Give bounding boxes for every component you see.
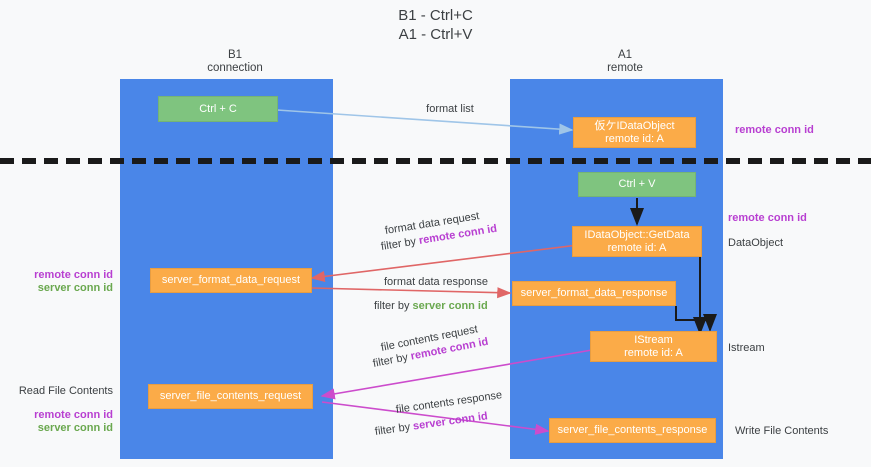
- side-label-read-file-contents: Read File Contents: [18, 385, 113, 397]
- side-label-left-remote-conn-id: remote conn id: [34, 269, 113, 281]
- node-server-format-data-request[interactable]: server_format_data_request: [150, 268, 312, 293]
- side-label-remote-conn-id-mid: remote conn id: [728, 212, 807, 224]
- filter-prefix: filter by: [371, 350, 412, 370]
- side-label-left-server-conn-id: server conn id: [37, 282, 113, 294]
- node-ctrl-v[interactable]: Ctrl + V: [578, 172, 696, 197]
- node-istream[interactable]: IStream remote id: A: [590, 331, 717, 362]
- edge-label-file-contents-response-filter: filter by server conn id: [374, 409, 489, 439]
- side-label-write-file-contents: Write File Contents: [735, 425, 829, 437]
- node-idataobject[interactable]: 仮ケIDataObject remote id: A: [573, 117, 696, 148]
- node-server-format-data-response[interactable]: server_format_data_response: [512, 281, 676, 306]
- node-idataobject-getdata[interactable]: IDataObject::GetData remote id: A: [572, 226, 702, 257]
- side-label-remote-conn-id-top: remote conn id: [735, 124, 814, 136]
- edge-label-format-data-response: format data response: [384, 276, 488, 288]
- side-label-left-server-conn-id-2: server conn id: [37, 422, 113, 434]
- server-conn-id-token: server conn id: [412, 300, 488, 312]
- side-label-left-remote-conn-id-2: remote conn id: [34, 409, 113, 421]
- node-server-file-contents-request[interactable]: server_file_contents_request: [148, 384, 313, 409]
- section-divider: [0, 158, 871, 164]
- side-label-dataobject: DataObject: [728, 237, 784, 249]
- server-conn-id-token: server conn id: [412, 410, 489, 433]
- filter-prefix: filter by: [374, 420, 414, 438]
- edge-label-format-list: format list: [426, 103, 474, 115]
- edge-label-format-data-response-filter: filter by server conn id: [374, 299, 488, 313]
- page-title: B1 - Ctrl+C A1 - Ctrl+V: [398, 7, 473, 43]
- lane-header-a1: A1 remote: [607, 49, 643, 74]
- filter-prefix: filter by: [374, 300, 413, 312]
- side-label-istream: Istream: [728, 342, 765, 354]
- node-server-file-contents-response[interactable]: server_file_contents_response: [549, 418, 716, 443]
- lane-header-b1: B1 connection: [207, 49, 263, 74]
- node-ctrl-c[interactable]: Ctrl + C: [158, 96, 278, 122]
